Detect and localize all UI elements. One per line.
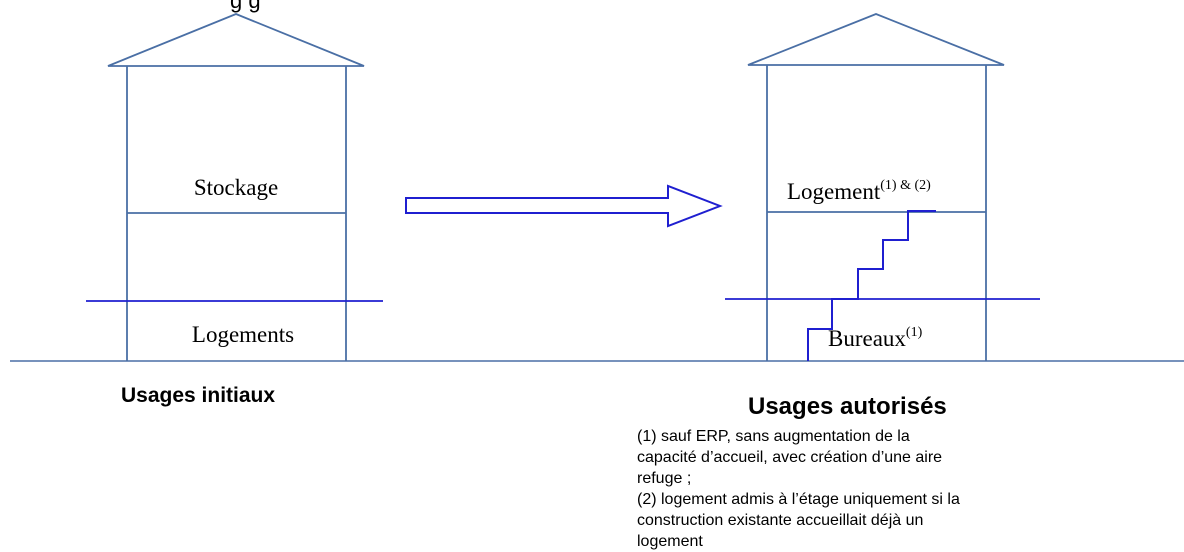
left-roof (107, 13, 365, 67)
left-upper-label: Stockage (194, 175, 278, 200)
left-building (107, 13, 365, 361)
right-caption: Usages autorisés (748, 393, 947, 420)
transition-arrow (405, 184, 723, 228)
footnotes: (1) sauf ERP, sans augmentation de la ca… (637, 426, 967, 552)
right-building (747, 13, 1005, 361)
right-roof (747, 13, 1005, 66)
footnote-1: (1) sauf ERP, sans augmentation de la ca… (637, 428, 943, 487)
right-upper-label-sup: (1) & (2) (880, 178, 931, 193)
left-caption: Usages initiaux (121, 384, 276, 407)
right-upper-label-text: Logement (787, 179, 881, 204)
right-upper-label: Logement(1) & (2) (787, 178, 931, 204)
left-lower-label: Logements (192, 322, 294, 347)
right-lower-label: Bureaux(1) (828, 325, 923, 351)
footnote-2: (2) logement admis à l’étage uniquement … (637, 491, 960, 550)
staircase (807, 210, 936, 361)
right-lower-label-sup: (1) (906, 325, 923, 340)
right-lower-label-text: Bureaux (828, 326, 906, 351)
cropped-title: g g (230, 0, 261, 13)
